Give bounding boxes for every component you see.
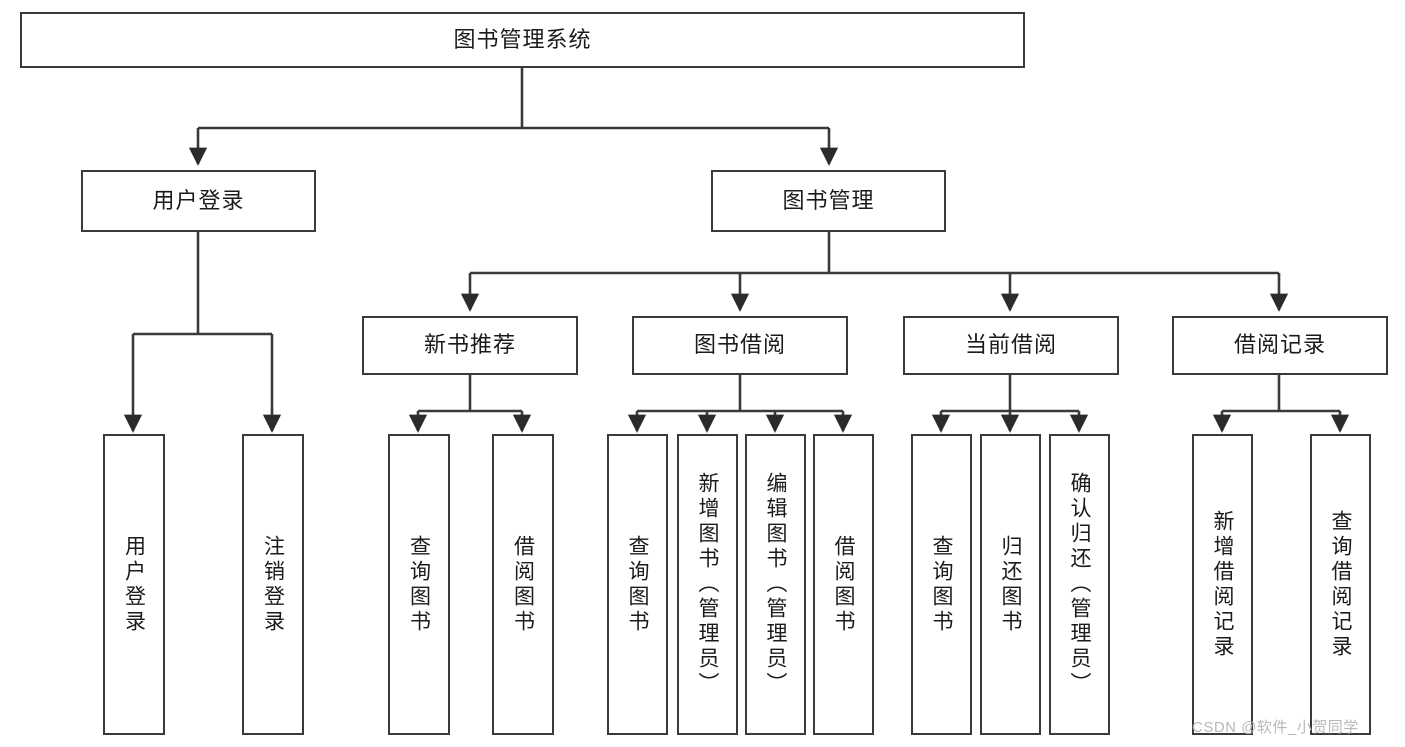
- node-borrow-record[interactable]: 借阅记录: [1172, 316, 1388, 375]
- node-leaf-user-login-label: 用户登录: [122, 534, 146, 635]
- node-leaf-recommend-borrow-label: 借阅图书: [511, 534, 535, 635]
- node-leaf-user-login[interactable]: 用户登录: [103, 434, 165, 735]
- node-leaf-recommend-query-label: 查询图书: [407, 534, 431, 635]
- node-book-manage-label: 图书管理: [782, 187, 875, 213]
- node-leaf-borrow-add[interactable]: 新增图书（管理员）: [677, 434, 738, 735]
- node-current-borrow-label: 当前借阅: [964, 332, 1057, 358]
- node-leaf-logout[interactable]: 注销登录: [242, 434, 304, 735]
- node-leaf-borrow-query[interactable]: 查询图书: [607, 434, 668, 735]
- node-leaf-current-query[interactable]: 查询图书: [911, 434, 972, 735]
- node-book-borrow-label: 图书借阅: [693, 332, 786, 358]
- node-root-label: 图书管理系统: [453, 26, 592, 52]
- node-leaf-current-return-label: 归还图书: [999, 534, 1022, 635]
- node-user-login-label: 用户登录: [152, 187, 245, 213]
- node-leaf-record-query[interactable]: 查询借阅记录: [1310, 434, 1371, 735]
- node-book-manage[interactable]: 图书管理: [711, 170, 946, 232]
- node-leaf-record-add[interactable]: 新增借阅记录: [1192, 434, 1253, 735]
- node-root[interactable]: 图书管理系统: [20, 12, 1025, 68]
- node-leaf-current-confirm[interactable]: 确认归还（管理员）: [1049, 434, 1110, 735]
- node-borrow-record-label: 借阅记录: [1233, 332, 1326, 358]
- node-book-borrow[interactable]: 图书借阅: [632, 316, 848, 375]
- node-current-borrow[interactable]: 当前借阅: [903, 316, 1119, 375]
- node-leaf-borrow-lend[interactable]: 借阅图书: [813, 434, 874, 735]
- node-leaf-borrow-lend-label: 借阅图书: [832, 534, 855, 635]
- node-leaf-recommend-query[interactable]: 查询图书: [388, 434, 450, 735]
- node-new-book-recommend-label: 新书推荐: [423, 332, 516, 358]
- node-user-login[interactable]: 用户登录: [81, 170, 316, 232]
- node-leaf-borrow-edit-label: 编辑图书（管理员）: [764, 472, 787, 697]
- node-leaf-logout-label: 注销登录: [261, 534, 285, 635]
- node-new-book-recommend[interactable]: 新书推荐: [362, 316, 578, 375]
- node-leaf-borrow-add-label: 新增图书（管理员）: [696, 472, 719, 697]
- node-leaf-borrow-query-label: 查询图书: [626, 534, 649, 635]
- node-leaf-current-confirm-label: 确认归还（管理员）: [1068, 472, 1091, 697]
- node-leaf-borrow-edit[interactable]: 编辑图书（管理员）: [745, 434, 806, 735]
- node-leaf-current-return[interactable]: 归还图书: [980, 434, 1041, 735]
- node-leaf-record-query-label: 查询借阅记录: [1329, 509, 1352, 660]
- node-leaf-current-query-label: 查询图书: [930, 534, 953, 635]
- node-leaf-record-add-label: 新增借阅记录: [1211, 509, 1234, 660]
- node-leaf-recommend-borrow[interactable]: 借阅图书: [492, 434, 554, 735]
